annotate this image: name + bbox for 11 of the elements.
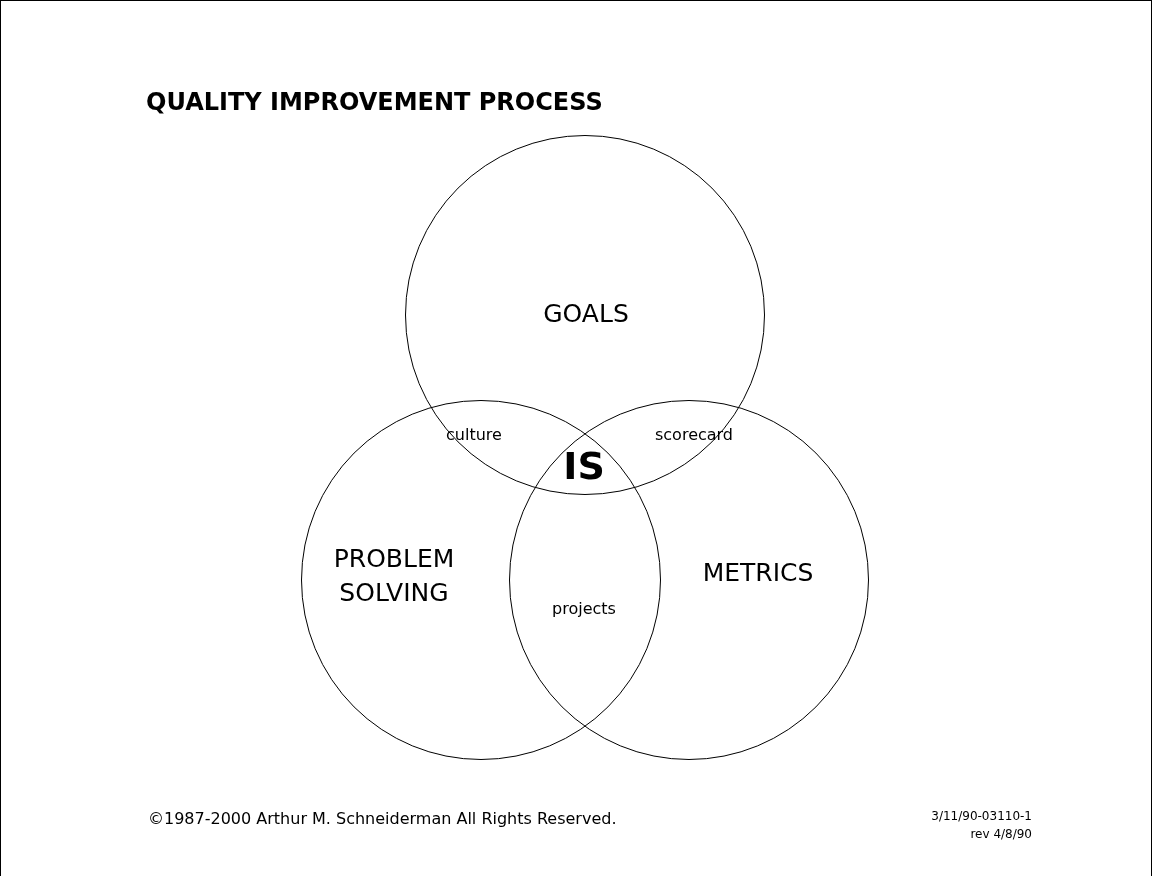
copyright-note: ©1987-2000 Arthur M. Schneiderman All Rights Reserved. (148, 808, 617, 828)
document-number: 3/11/90-03110-1 (931, 809, 1032, 823)
title: QUALITY IMPROVEMENT PROCESS (146, 88, 603, 116)
circle-label: PROBLEM SOLVING (332, 543, 456, 609)
region-label: scorecard (655, 424, 733, 444)
region-label: projects (552, 598, 616, 618)
revision-note: rev 4/8/90 (970, 827, 1032, 841)
region-label: culture (446, 424, 502, 444)
region-label: IS (563, 444, 605, 488)
circle-label: METRICS (701, 557, 815, 589)
circle-label: GOALS (542, 298, 630, 330)
